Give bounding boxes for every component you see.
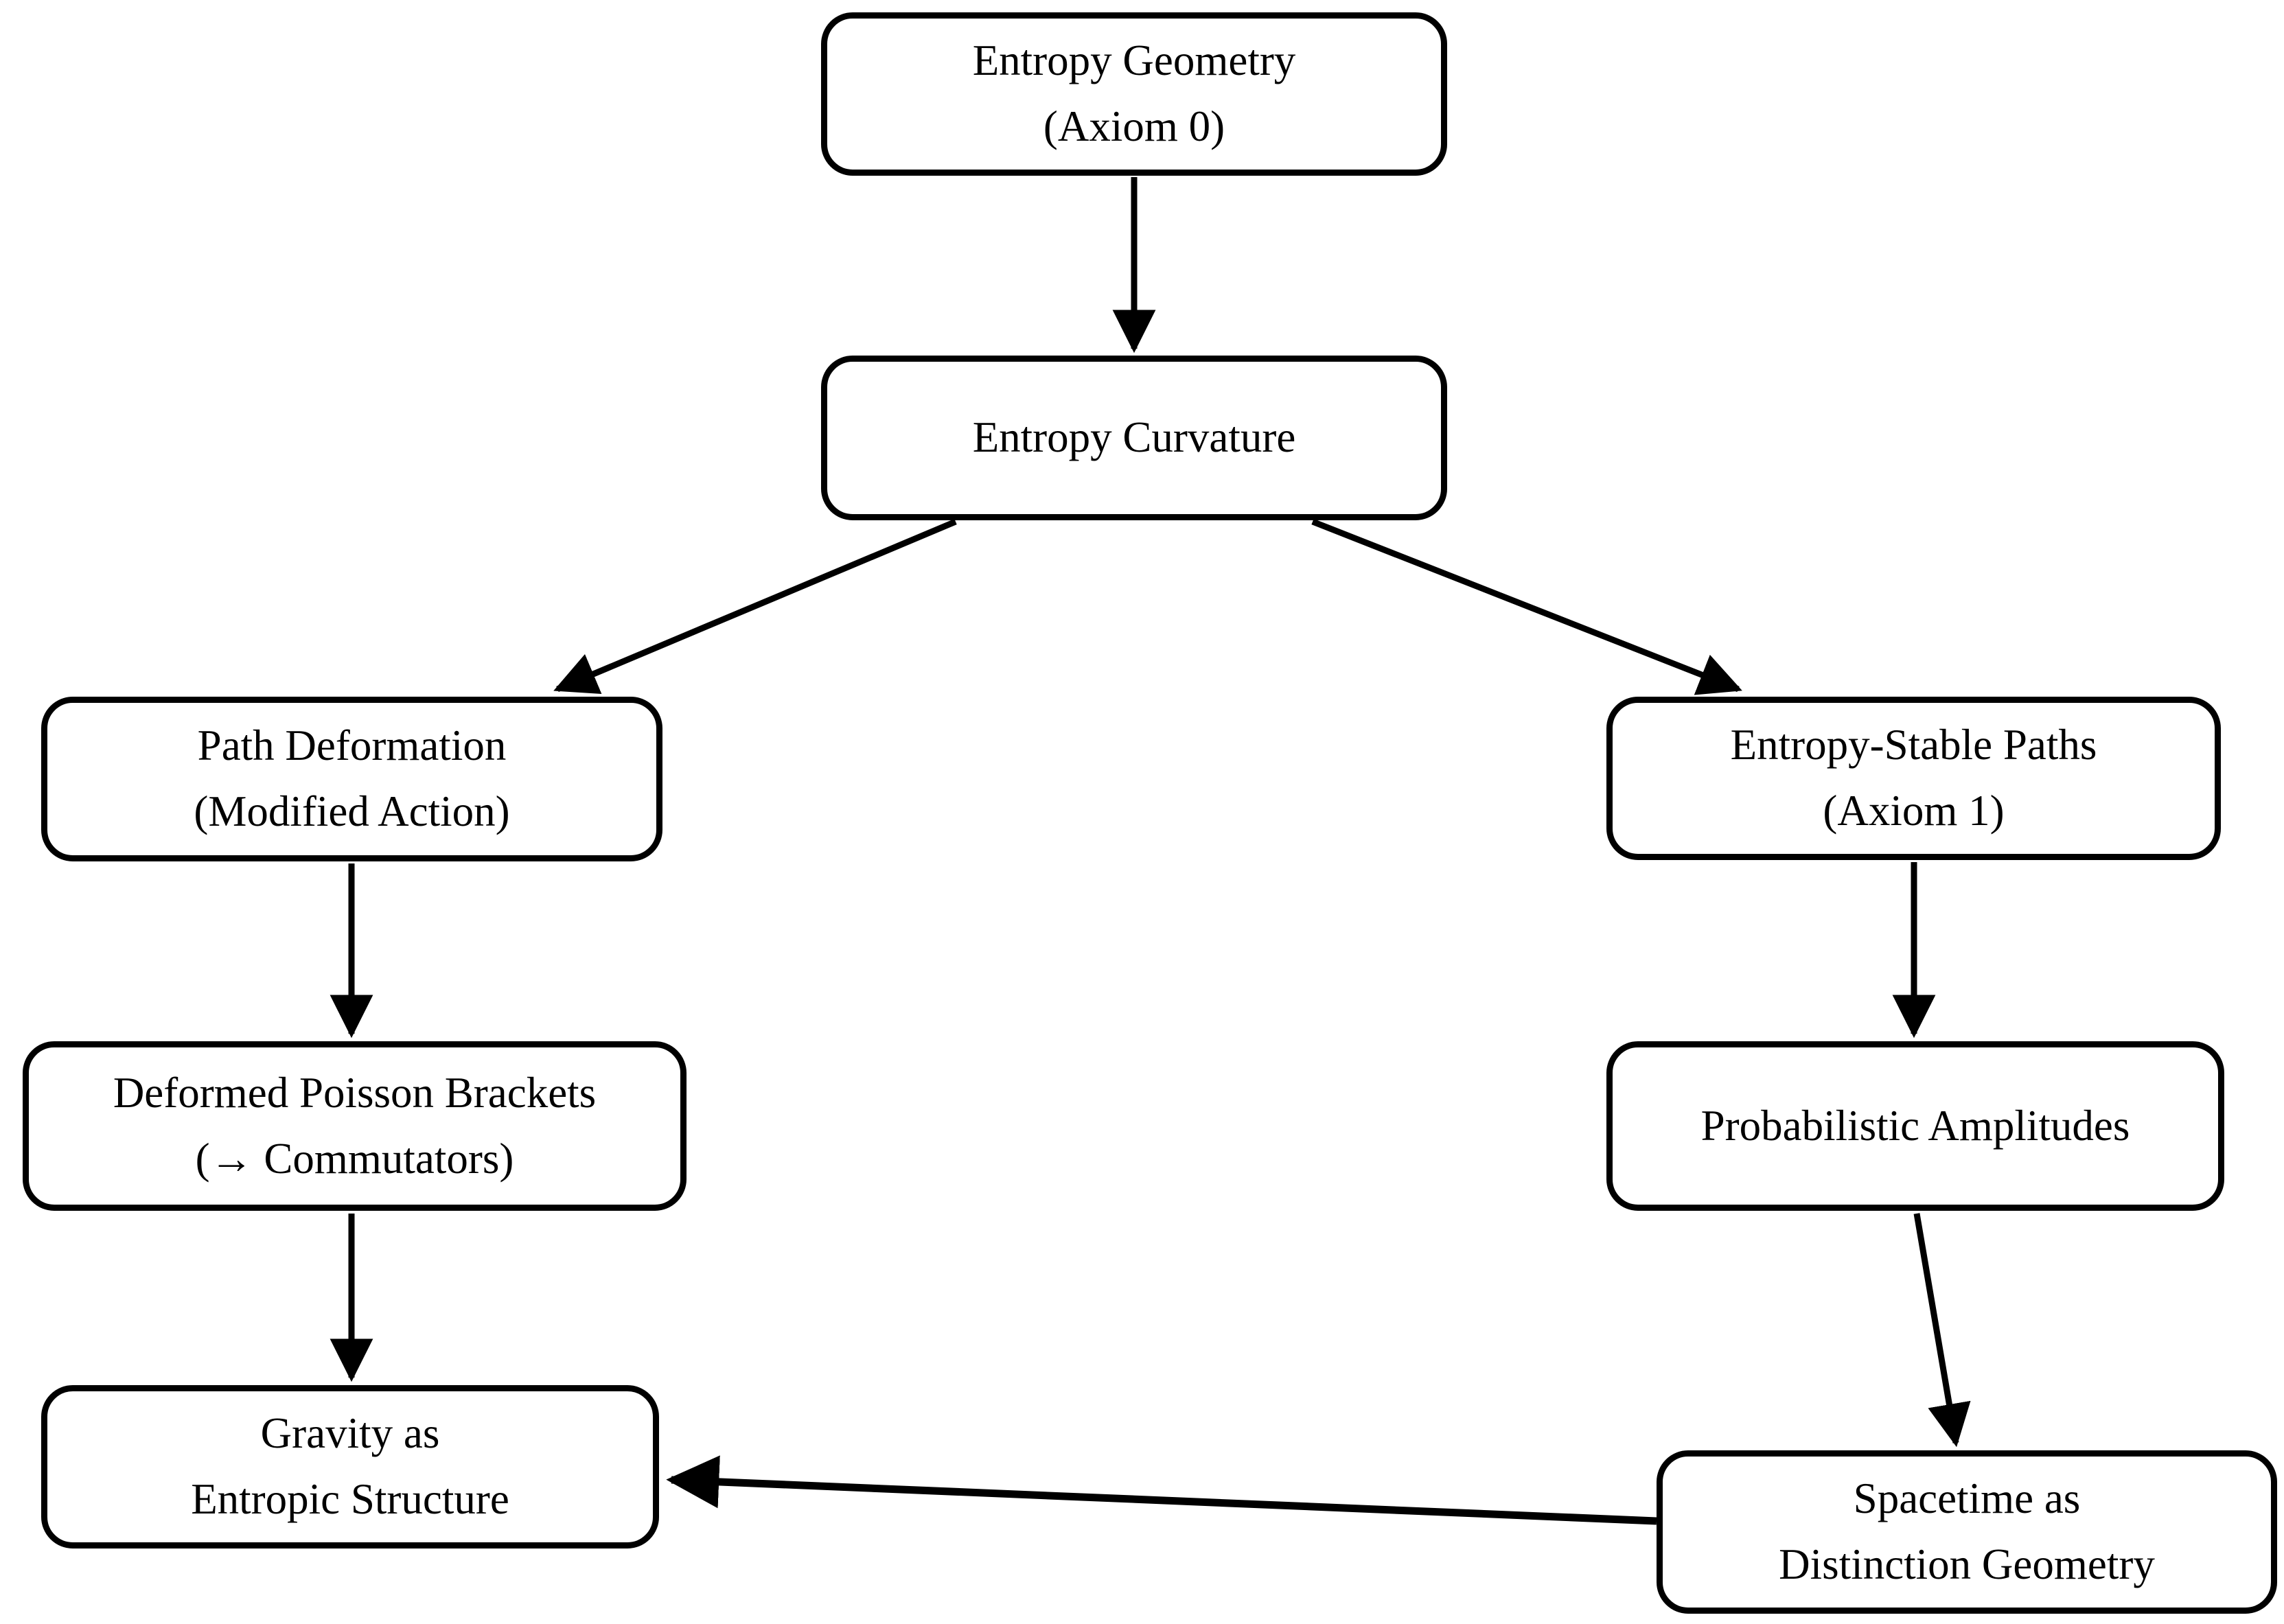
node-label-line2: Entropic Structure [191, 1475, 509, 1523]
node-probabilistic-amplitudes: Probabilistic Amplitudes [1606, 1041, 2224, 1211]
edge-spacetime-distinction-geometry-to-gravity-entropic-structure [666, 1455, 1657, 1525]
node-label-line2: (Modified Action) [194, 787, 510, 835]
node-label-line1: Deformed Poisson Brackets [113, 1068, 597, 1117]
node-label-line1: Spacetime as [1853, 1474, 2081, 1523]
edge-entropy-curvature-to-path-deformation [553, 518, 957, 695]
node-entropy-stable-paths: Entropy-Stable Paths (Axiom 1) [1606, 697, 2221, 860]
node-label-line1: Entropy Curvature [972, 413, 1296, 462]
node-label-line2: (Axiom 0) [1043, 102, 1225, 150]
node-label-line1: Path Deformation [197, 721, 507, 770]
node-entropy-geometry: Entropy Geometry (Axiom 0) [821, 12, 1447, 176]
node-spacetime-distinction-geometry: Spacetime as Distinction Geometry [1657, 1450, 2277, 1614]
node-entropy-curvature: Entropy Curvature [821, 356, 1447, 520]
node-label-line1: Entropy-Stable Paths [1730, 721, 2097, 769]
edge-entropy-curvature-to-entropy-stable-paths [1311, 518, 1742, 695]
node-label-line2: (Axiom 1) [1823, 787, 2005, 835]
node-label-line1: Entropy Geometry [972, 36, 1296, 85]
node-label-line2: (→ Commutators) [195, 1134, 514, 1183]
node-path-deformation: Path Deformation (Modified Action) [41, 697, 662, 861]
edge-probabilistic-amplitudes-to-spacetime-distinction-geometry [1913, 1213, 1971, 1448]
node-label-line1: Probabilistic Amplitudes [1700, 1101, 2130, 1150]
node-label-line2: Distinction Geometry [1779, 1540, 2155, 1588]
node-gravity-entropic-structure: Gravity as Entropic Structure [41, 1385, 659, 1548]
node-deformed-poisson-brackets: Deformed Poisson Brackets (→ Commutators… [23, 1041, 687, 1211]
node-label-line1: Gravity as [260, 1409, 440, 1458]
